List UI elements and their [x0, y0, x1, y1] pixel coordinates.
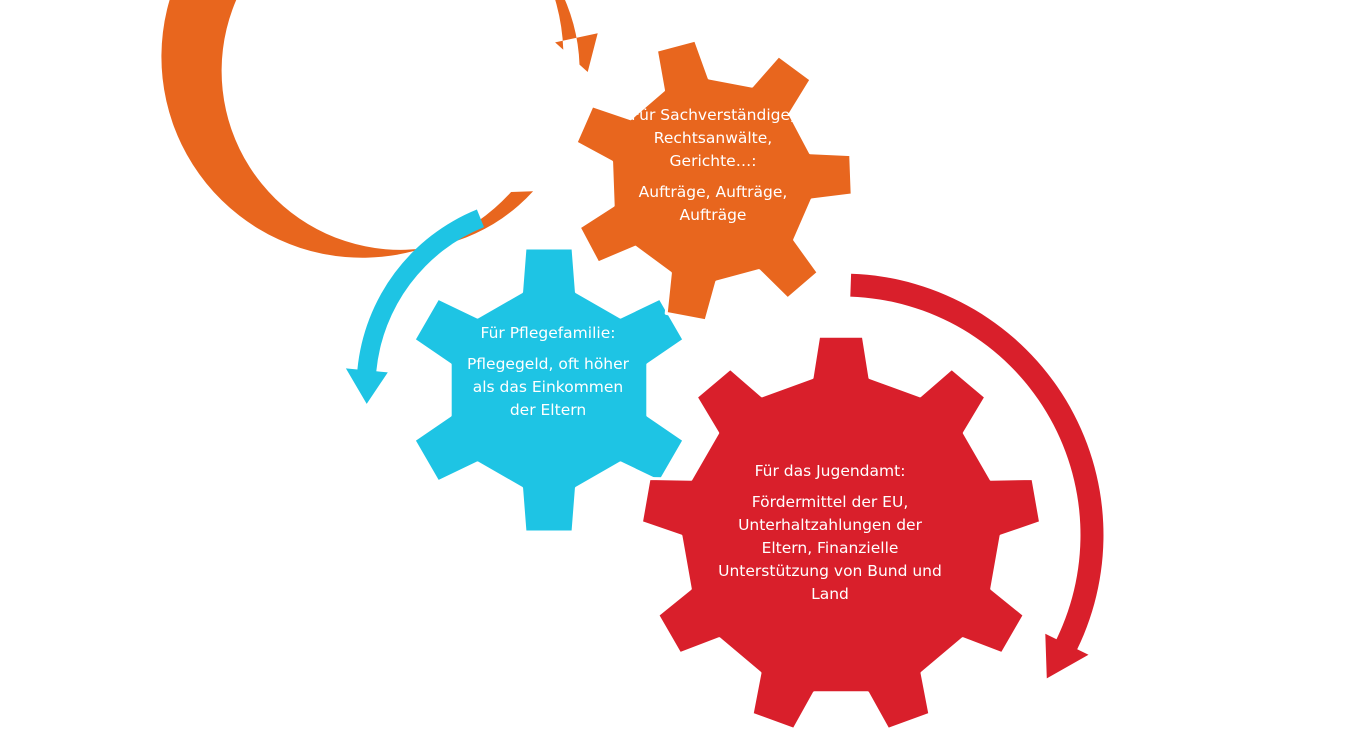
orange-cycle-arrow — [161, 0, 598, 258]
cyan-gear-body: Pflegegeld, oft höher als das Einkommen … — [466, 355, 630, 419]
orange-gear-body: Aufträge, Aufträge, Aufträge — [638, 183, 788, 224]
red-gear-label: Für das Jugendamt: Fördermittel der EU, … — [715, 460, 945, 606]
red-gear-body: Fördermittel der EU, Unterhaltzahlungen … — [718, 493, 942, 603]
red-cycle-arrow — [850, 273, 1104, 679]
red-gear-heading: Für das Jugendamt: — [754, 462, 906, 480]
cyan-gear-label: Für Pflegefamilie: Pflegegeld, oft höher… — [458, 322, 638, 422]
cyan-gear-icon — [412, 246, 686, 534]
orange-gear-label: Für Sachverständige, Rechtsanwälte, Geri… — [618, 104, 808, 227]
cyan-gear-heading: Für Pflegefamilie: — [480, 324, 616, 342]
orange-gear-icon — [574, 38, 854, 323]
cyan-cycle-arrow — [345, 209, 484, 404]
red-gear-icon — [639, 334, 1043, 731]
orange-gear-heading: Für Sachverständige, Rechtsanwälte, Geri… — [631, 106, 795, 170]
